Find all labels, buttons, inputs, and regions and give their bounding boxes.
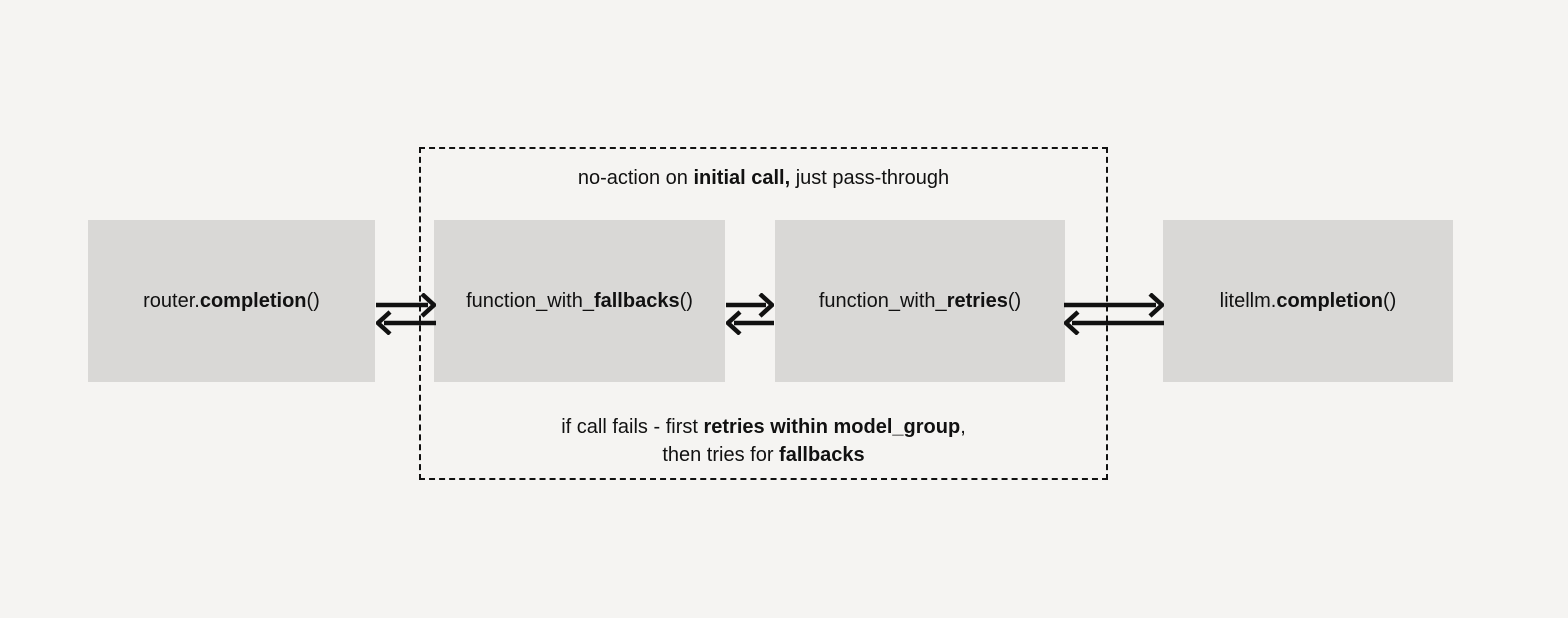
caption-bottom-line2-bold: fallbacks bbox=[779, 444, 865, 466]
node-router-completion-label: router.completion() bbox=[143, 289, 320, 312]
node-function-with-fallbacks: function_with_fallbacks() bbox=[434, 220, 725, 382]
caption-bottom-line1: if call fails - first retries within mod… bbox=[419, 413, 1108, 441]
caption-bottom-line1-bold: retries within model_group bbox=[703, 416, 961, 438]
arrow-pair-icon bbox=[376, 293, 436, 335]
node-function-with-fallbacks-label: function_with_fallbacks() bbox=[466, 289, 693, 312]
node-router-completion: router.completion() bbox=[88, 220, 375, 382]
arrow-right-icon bbox=[376, 293, 436, 318]
arrow-left-icon bbox=[1064, 310, 1164, 335]
caption-bottom: if call fails - first retries within mod… bbox=[419, 413, 1108, 469]
node-function-with-retries-label: function_with_retries() bbox=[818, 289, 1022, 312]
arrow-left-icon bbox=[376, 310, 436, 335]
bidirectional-arrow-retries-litellm bbox=[1064, 293, 1164, 335]
retry-fallback-dashed-region bbox=[419, 147, 1108, 480]
node-function-with-retries: function_with_retries() bbox=[775, 220, 1065, 382]
caption-top: no-action on initial call, just pass-thr… bbox=[419, 164, 1108, 192]
caption-bottom-line1-suffix: , bbox=[960, 416, 966, 438]
caption-bottom-line2: then tries for fallbacks bbox=[419, 441, 1108, 469]
caption-bottom-line1-prefix: if call fails - first bbox=[561, 416, 704, 438]
arrow-pair-icon bbox=[726, 293, 774, 335]
bidirectional-arrow-router-fallbacks bbox=[376, 293, 436, 335]
caption-top-suffix: just pass-through bbox=[790, 167, 950, 189]
caption-bottom-line2-prefix: then tries for bbox=[662, 444, 780, 466]
arrow-right-icon bbox=[1064, 293, 1164, 318]
node-litellm-completion-label: litellm.completion() bbox=[1219, 289, 1397, 312]
arrow-right-icon bbox=[726, 293, 774, 318]
arrow-pair-icon bbox=[1064, 293, 1164, 335]
arrow-left-icon bbox=[726, 310, 774, 335]
caption-top-prefix: no-action on bbox=[577, 167, 694, 189]
node-litellm-completion: litellm.completion() bbox=[1163, 220, 1453, 382]
caption-top-bold: initial call, bbox=[693, 167, 791, 189]
bidirectional-arrow-fallbacks-retries bbox=[726, 293, 774, 335]
